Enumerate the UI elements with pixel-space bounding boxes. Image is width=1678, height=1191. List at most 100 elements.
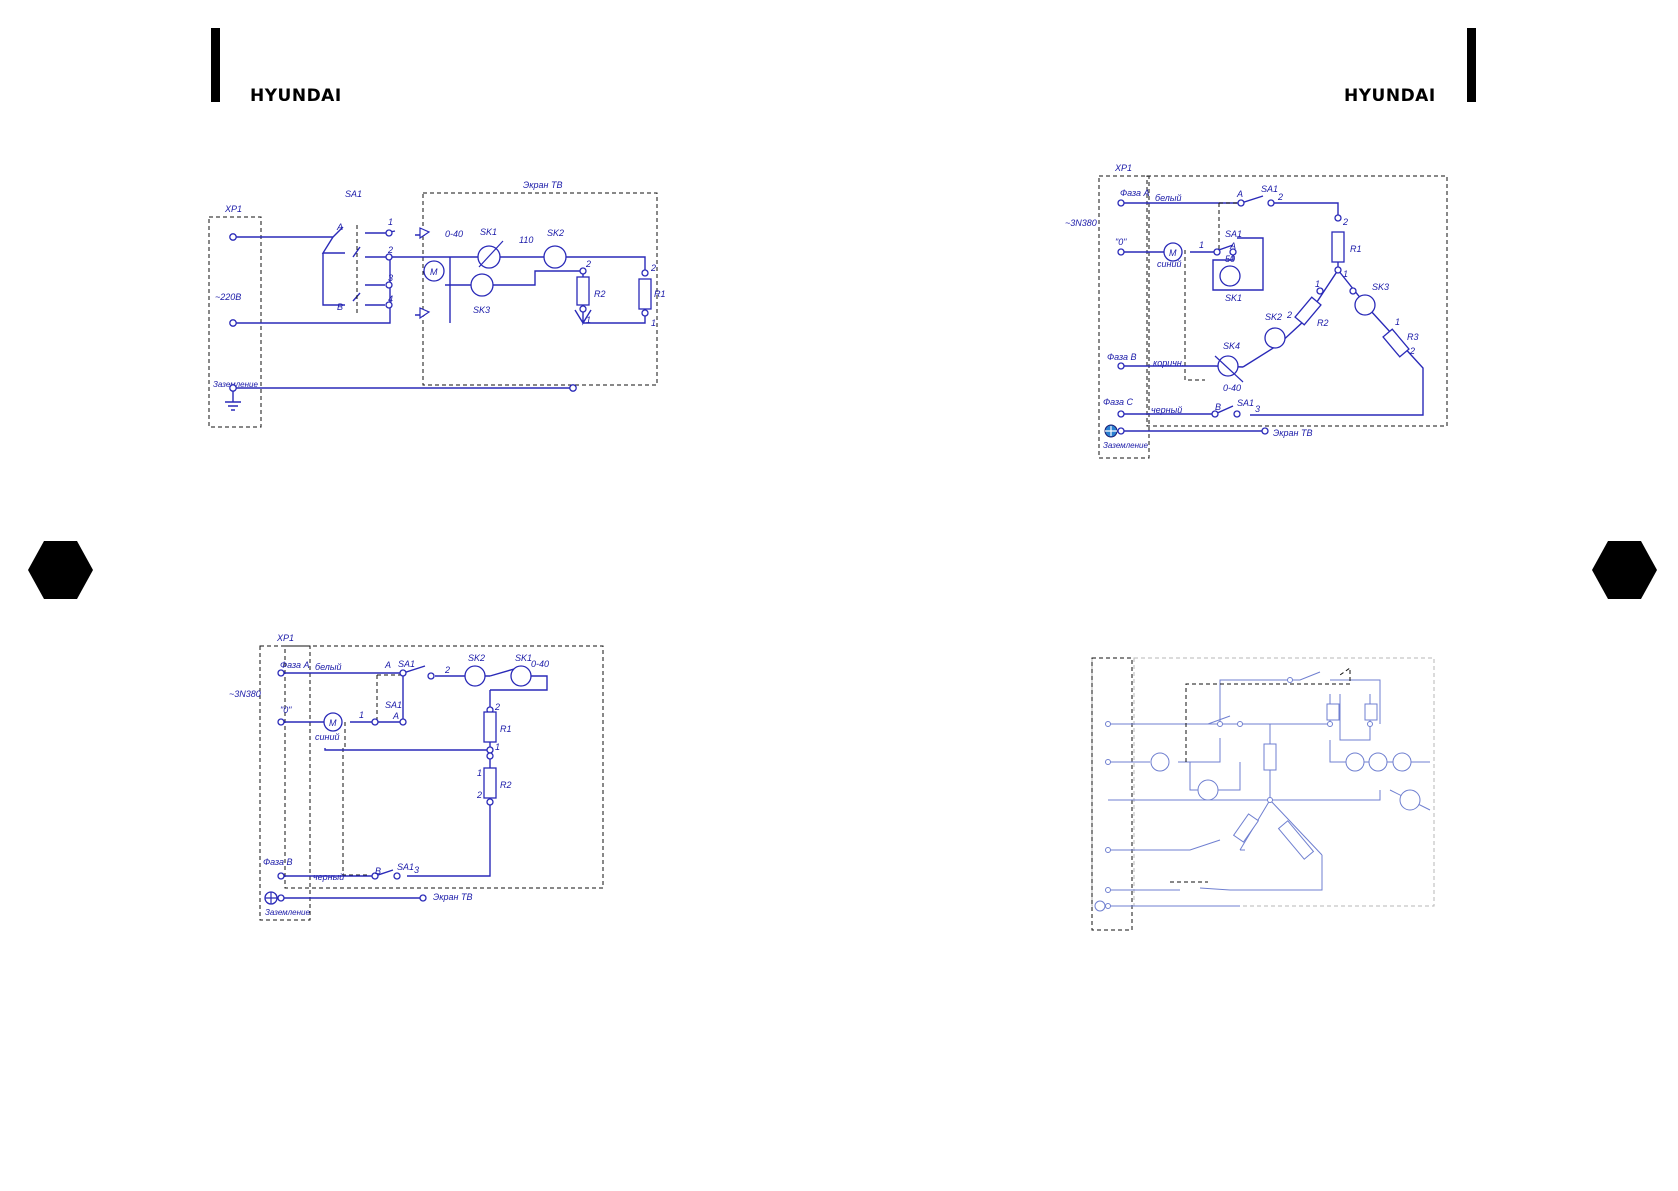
- pin-a1: А: [1236, 189, 1243, 199]
- svg-text:2: 2: [476, 790, 482, 800]
- pin-a1: А: [384, 660, 391, 670]
- phase-a-label: Фаза А: [1120, 188, 1150, 198]
- screen-frame: [422, 192, 658, 386]
- motor-label: M: [430, 267, 438, 277]
- sk2-thermostat: [1264, 327, 1286, 349]
- terminal-4: 4: [388, 294, 393, 304]
- svg-text:3: 3: [414, 865, 419, 875]
- r3-label: R3: [1407, 332, 1419, 342]
- motor: [1163, 242, 1183, 262]
- phase-c-label: Фаза С: [1103, 397, 1134, 407]
- screen-label: Экран ТВ: [433, 892, 472, 902]
- sk2-label: SK2: [468, 653, 485, 663]
- svg-text:2: 2: [1286, 310, 1292, 320]
- motor: [423, 260, 445, 282]
- svg-text:2: 2: [585, 259, 591, 269]
- r1-heater: [1331, 231, 1345, 263]
- terminal-1: 1: [388, 217, 393, 227]
- sk1-label: SK1: [515, 653, 532, 663]
- sk4-label: SK4: [1223, 341, 1240, 351]
- r1-label: R1: [1350, 244, 1362, 254]
- circuit-diagram-220v: XP1 SA1 Экран ТВ ~220В Заземление 1 2 3 …: [208, 180, 666, 428]
- xp1-frame: [1098, 175, 1150, 459]
- header-bar-right: [1467, 28, 1476, 102]
- phase-a-label: Фаза А: [280, 660, 310, 670]
- ground-label: Заземление: [213, 380, 258, 389]
- xp1-label: XP1: [224, 204, 242, 214]
- pin-b: В: [375, 866, 381, 876]
- sk1-label: SK1: [1225, 293, 1242, 303]
- sk2-label: SK2: [547, 228, 564, 238]
- sk2-thermostat: [464, 665, 486, 687]
- r2-heater: [1294, 296, 1322, 326]
- phase-b-label: Фаза В: [263, 857, 293, 867]
- supply-label: ~220В: [215, 292, 241, 302]
- sa1-label-c: SA1: [1237, 398, 1254, 408]
- svg-text:1: 1: [586, 315, 591, 325]
- screen-frame: [1146, 175, 1448, 427]
- sk1-range: 0-40: [531, 659, 549, 669]
- page-marker-left-icon: [28, 541, 93, 599]
- sa1-label: SA1: [345, 189, 362, 199]
- ground-label: Заземление: [265, 908, 310, 917]
- sk1-thermostat: [510, 665, 532, 687]
- svg-text:2: 2: [444, 665, 450, 675]
- xp1-label: XP1: [1114, 163, 1132, 173]
- brand-logo-left: HYUNDAI: [250, 86, 342, 106]
- svg-text:2: 2: [1277, 192, 1283, 202]
- r1-heater: [638, 278, 652, 310]
- phase-b-label: Фаза В: [1107, 352, 1137, 362]
- header-bar-left: [211, 28, 220, 102]
- sk2-thermostat: [543, 245, 567, 269]
- motor-label: M: [329, 718, 337, 728]
- sk4-range: 0-40: [1223, 383, 1241, 393]
- pin-b: В: [1215, 402, 1221, 412]
- sk3-thermostat: [470, 273, 494, 297]
- r2-label: R2: [1317, 318, 1329, 328]
- motor-label: M: [1169, 248, 1177, 258]
- supply-label: ~3N380: [1065, 218, 1097, 228]
- pin-a: А: [336, 222, 343, 232]
- r2-heater: [483, 767, 497, 799]
- sk1-range: 0-40: [445, 229, 463, 239]
- sk3-label: SK3: [1372, 282, 1389, 292]
- wire-live: [233, 226, 345, 254]
- white-wire-label: белый: [1155, 193, 1181, 203]
- r1-label: R1: [654, 289, 666, 299]
- circuit-diagram-380v-two-heaters: XP1 ~3N380 Фаза А белый "0" синий Фаза В…: [229, 633, 604, 921]
- svg-text:1: 1: [1395, 317, 1400, 327]
- svg-text:2: 2: [650, 263, 656, 273]
- svg-text:2: 2: [1409, 346, 1415, 356]
- pin-a2: А: [392, 711, 399, 721]
- pin-a2: А: [1229, 241, 1236, 251]
- blue-wire-label: синий: [315, 732, 339, 742]
- svg-text:1: 1: [1199, 240, 1204, 250]
- sa1-label-b: SA1: [1225, 229, 1242, 239]
- svg-text:1: 1: [359, 710, 364, 720]
- xp1-frame: [208, 216, 262, 428]
- motor: [323, 712, 343, 732]
- svg-text:1: 1: [1315, 279, 1320, 289]
- sk1-thermostat: [1219, 265, 1241, 287]
- supply-label: ~3N380: [229, 689, 261, 699]
- sk2-temp: 110: [519, 235, 533, 245]
- svg-text:3: 3: [1255, 404, 1260, 414]
- sa1-label-b: SA1: [385, 700, 402, 710]
- page-marker-right-icon: [1592, 541, 1657, 599]
- sk1-label: SK1: [480, 227, 497, 237]
- r1-heater: [483, 711, 497, 743]
- screen-label: Экран ТВ: [523, 180, 562, 190]
- circuit-diagram-faint: [1091, 657, 1435, 931]
- sa1-label-a: SA1: [398, 659, 415, 669]
- r1-label: R1: [500, 724, 512, 734]
- svg-text:2: 2: [494, 702, 500, 712]
- sk3-label: SK3: [473, 305, 490, 315]
- neutral-label: "0": [280, 705, 292, 715]
- xp1-label: XP1: [276, 633, 294, 643]
- terminal-2: 2: [387, 245, 393, 255]
- screen-label: Экран ТВ: [1273, 428, 1312, 438]
- sk2-label: SK2: [1265, 312, 1282, 322]
- sa1-label-a: SA1: [1261, 184, 1278, 194]
- sk1-value: 50: [1225, 254, 1235, 264]
- blue-wire-label: синий: [1157, 259, 1181, 269]
